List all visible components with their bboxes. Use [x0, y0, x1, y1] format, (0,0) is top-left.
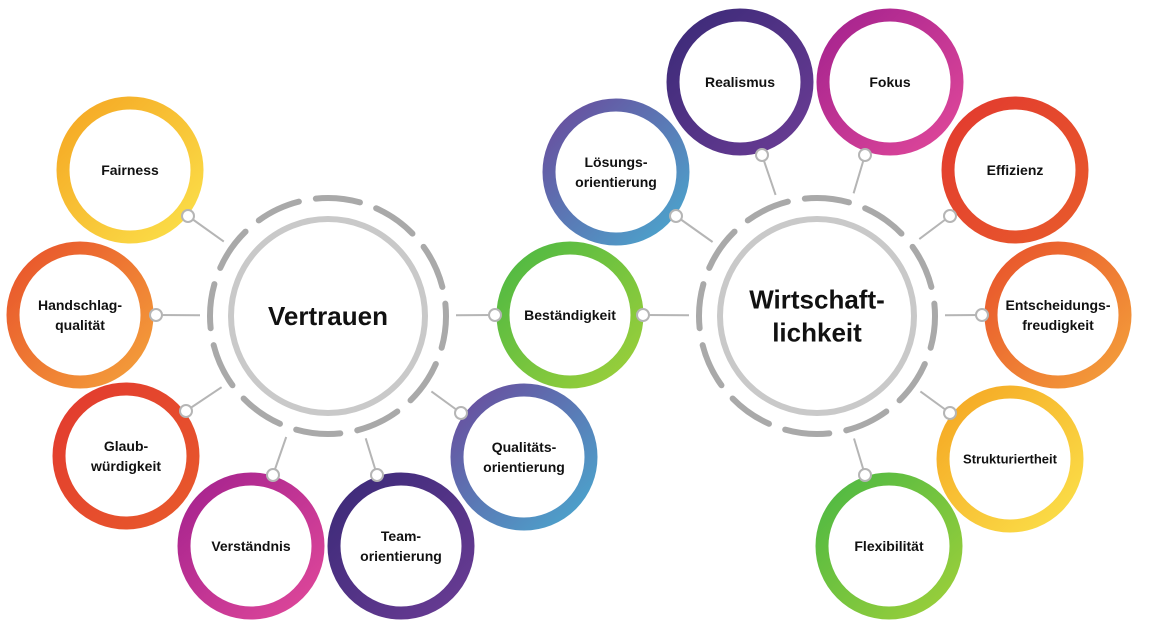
node-label: Handschlag-qualität [38, 297, 122, 333]
connector-realismus [761, 154, 777, 196]
hub-ring [228, 216, 428, 416]
node-label-line: Glaub- [104, 438, 149, 454]
node-label-line: Effizienz [987, 162, 1044, 178]
node-ring [6, 241, 154, 389]
hub-label: Wirtschaft-lichkeit [749, 285, 885, 348]
node-label: Effizienz [987, 162, 1044, 178]
hub-label-line: Wirtschaft- [749, 285, 885, 315]
node-label: Verständnis [211, 538, 291, 554]
node-label-line: Handschlag- [38, 297, 122, 313]
node-label-line: Verständnis [211, 538, 291, 554]
connector-dot [149, 308, 163, 322]
node-ring [52, 382, 200, 530]
node-loesungsorientierung: Lösungs-orientierung [542, 98, 690, 246]
connector-dot [755, 148, 769, 162]
connector-dot [669, 209, 683, 223]
node-label-line: würdigkeit [90, 458, 161, 474]
node-label: Beständigkeit [524, 307, 616, 323]
connector-dot [858, 468, 872, 482]
hub-label-line: lichkeit [772, 318, 862, 348]
node-ring [56, 96, 204, 244]
node-label: Qualitäts-orientierung [483, 439, 565, 475]
connector-dot [858, 148, 872, 162]
node-label: Realismus [705, 74, 775, 90]
node-label: Fairness [101, 162, 159, 178]
node-fairness: Fairness [56, 96, 204, 244]
node-label-line: Strukturiertheit [963, 452, 1058, 467]
node-label-line: orientierung [483, 459, 565, 475]
node-verstaendnis: Verständnis [177, 468, 325, 620]
connector-dot-right [636, 308, 650, 322]
node-ring [816, 8, 964, 156]
node-handschlagqualitaet: Handschlag-qualität [6, 241, 163, 389]
node-label-line: freudigkeit [1022, 317, 1094, 333]
node-label: Fokus [869, 74, 910, 90]
node-entscheidungsfreudigkeit: Entscheidungs-freudigkeit [975, 241, 1132, 389]
connector-dot [181, 209, 195, 223]
hub-wirtschaftlichkeit: Wirtschaft-lichkeit [696, 195, 938, 437]
connector-dot [975, 308, 989, 322]
connector-dot [943, 406, 957, 420]
connector-fairness [187, 215, 225, 243]
node-flexibilitaet: Flexibilität [815, 468, 963, 620]
hub-label-line: Vertrauen [268, 301, 388, 331]
node-teamorientierung: Team-orientierung [327, 468, 475, 620]
hub-dashed-ring [207, 195, 449, 437]
node-strukturiertheit: Strukturiertheit [936, 385, 1084, 533]
node-ring [815, 472, 963, 620]
node-label: Team-orientierung [360, 528, 442, 564]
connector-dot [488, 308, 502, 322]
node-ring [936, 385, 1084, 533]
node-bestaendigkeit: Beständigkeit [488, 241, 650, 389]
node-label-line: Fairness [101, 162, 159, 178]
node-fokus: Fokus [816, 8, 964, 162]
node-ring [177, 472, 325, 620]
node-label-line: Realismus [705, 74, 775, 90]
connector-dot [454, 406, 468, 420]
node-ring [666, 8, 814, 156]
hub-vertrauen: Vertrauen [207, 195, 449, 437]
hub-dashed-ring [696, 195, 938, 437]
connector-dot [266, 468, 280, 482]
node-label-line: qualität [55, 317, 105, 333]
node-label-line: Fokus [869, 74, 910, 90]
node-label-line: Flexibilität [854, 538, 924, 554]
node-label-line: Lösungs- [585, 154, 648, 170]
hubs: Vertrauen Wirtschaft-lichkeit [207, 195, 938, 437]
node-label-line: Entscheidungs- [1005, 297, 1110, 313]
connector-dot [370, 468, 384, 482]
node-glaubwuerdigkeit: Glaub-würdigkeit [52, 382, 200, 530]
node-ring [450, 383, 598, 531]
node-label-line: Qualitäts- [492, 439, 557, 455]
connector-loesungsorientierung [675, 215, 714, 243]
node-label-line: Team- [381, 528, 422, 544]
node-ring [941, 96, 1089, 244]
node-ring [542, 98, 690, 246]
hub-label: Vertrauen [268, 301, 388, 331]
node-ring [984, 241, 1132, 389]
connector-dot [179, 404, 193, 418]
nodes: FairnessHandschlag-qualitätGlaub-würdigk… [6, 8, 1132, 620]
node-label: Entscheidungs-freudigkeit [1005, 297, 1110, 333]
node-label-line: Beständigkeit [524, 307, 616, 323]
node-label: Lösungs-orientierung [575, 154, 657, 190]
connector-dot [943, 209, 957, 223]
node-realismus: Realismus [666, 8, 814, 162]
node-label-line: orientierung [575, 174, 657, 190]
node-label: Glaub-würdigkeit [90, 438, 161, 474]
node-ring [327, 472, 475, 620]
connector-glaubwuerdigkeit [185, 386, 223, 412]
hub-ring [717, 216, 917, 416]
node-effizienz: Effizienz [941, 96, 1089, 244]
node-label: Flexibilität [854, 538, 924, 554]
node-label-line: orientierung [360, 548, 442, 564]
node-label: Strukturiertheit [963, 452, 1058, 467]
node-qualitaetsorientierung: Qualitäts-orientierung [450, 383, 598, 531]
